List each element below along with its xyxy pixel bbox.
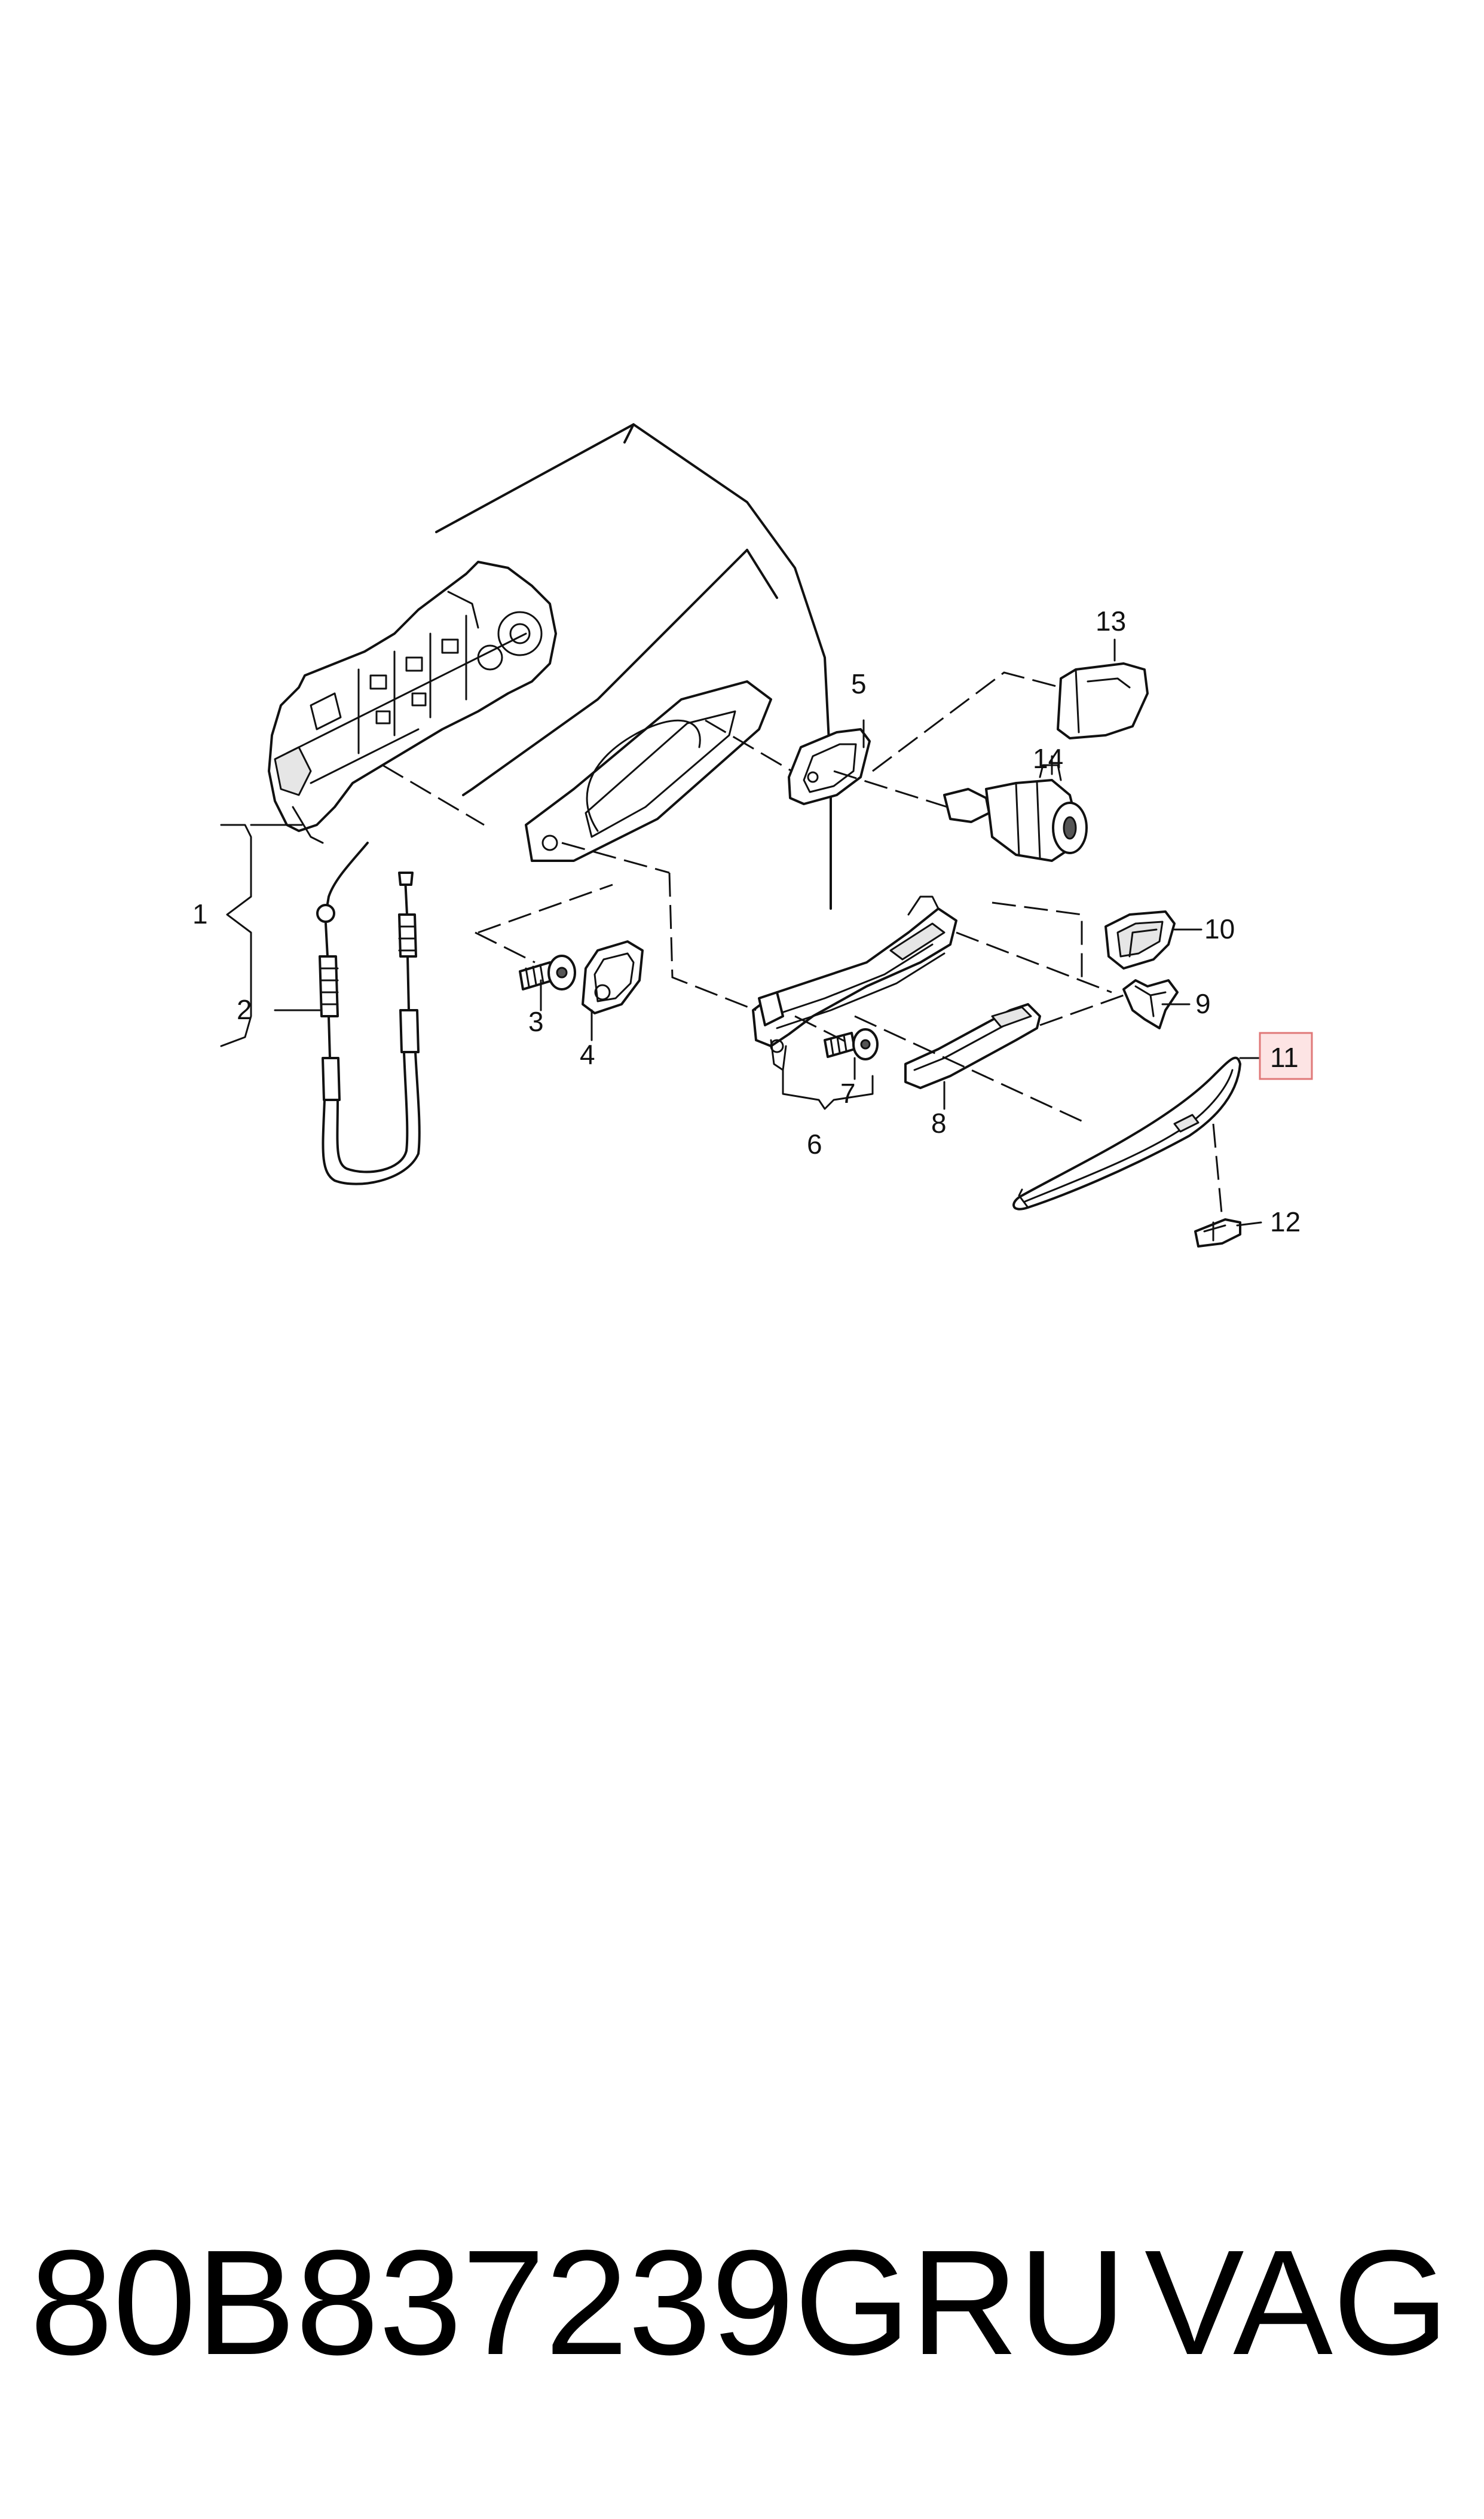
bracket-icon (1122, 979, 1179, 1029)
screw-icon (824, 1028, 879, 1060)
callout-9: 9 (1195, 988, 1211, 1019)
retaining-clip-icon (1194, 1218, 1241, 1248)
bowden-cable-icon (316, 842, 421, 1185)
door-lock-mechanism-icon (268, 561, 557, 844)
footer: 80B837239GRU VAG (30, 2219, 1449, 2386)
callout-labels: 1 2 3 4 5 6 7 8 9 10 11 12 13 14 (192, 606, 1313, 1237)
handle-cap-icon (582, 940, 644, 1014)
assembly-guide-lines (382, 671, 1223, 1220)
callout-11[interactable]: 11 (1270, 1042, 1299, 1073)
brand-name: VAG (1145, 2219, 1449, 2386)
callout-1: 1 (192, 898, 208, 930)
handle-lever-icon (904, 1003, 1041, 1089)
callout-6: 6 (807, 1129, 822, 1160)
callout-2: 2 (237, 994, 252, 1025)
callout-13: 13 (1096, 606, 1126, 637)
handle-carrier-icon (752, 895, 957, 1071)
door-handle-icon (1012, 1056, 1241, 1210)
callout-4: 4 (580, 1039, 595, 1070)
handle-cavity (525, 680, 772, 862)
cylinder-cap-icon (1057, 662, 1149, 739)
callout-8: 8 (931, 1108, 947, 1139)
callout-12: 12 (1270, 1206, 1301, 1237)
callout-11-highlight-box[interactable] (1259, 1032, 1313, 1080)
handle-insert-icon (1104, 910, 1176, 970)
screw-icon (519, 955, 576, 991)
callout-10: 10 (1204, 913, 1235, 944)
callout-3: 3 (528, 1006, 544, 1037)
callout-5: 5 (851, 668, 867, 699)
leader-lines (220, 638, 1271, 1227)
callout-7: 7 (840, 1078, 856, 1109)
callout-14: 14 (1033, 743, 1063, 774)
lock-cylinder-icon (943, 764, 1088, 862)
part-number: 80B837239GRU (30, 2219, 1127, 2386)
gasket-icon (788, 728, 871, 805)
